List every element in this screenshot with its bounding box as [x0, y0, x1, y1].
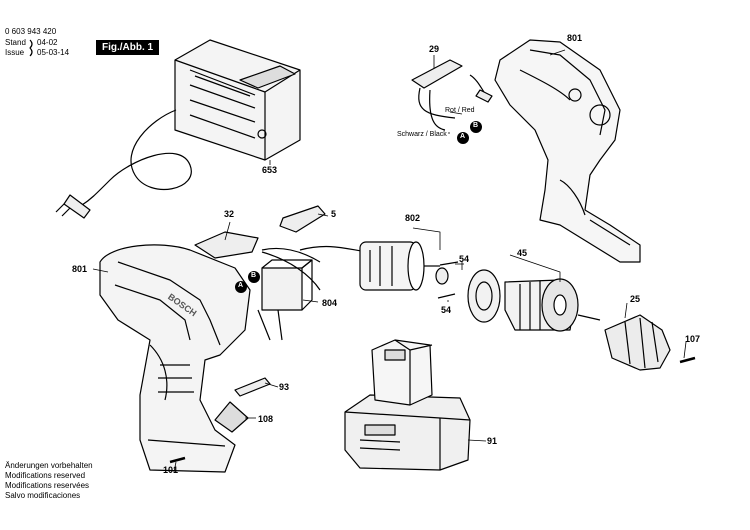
part-25: 25	[630, 294, 641, 304]
marker-a-mid-label: A	[238, 282, 244, 289]
part-108: 108	[258, 414, 274, 424]
stand-label: Stand	[5, 38, 26, 47]
gearbox-drawing	[467, 269, 601, 332]
part-number: 0 603 943 420	[5, 27, 57, 36]
marker-b-top	[470, 121, 482, 133]
housing-right-drawing	[494, 39, 641, 263]
note-fr: Modifications reservées	[5, 481, 90, 490]
part-802: 802	[405, 213, 421, 223]
part-804: 804	[322, 298, 338, 308]
note-de: Änderungen vorbehalten	[5, 461, 93, 470]
part93-drawing	[234, 377, 271, 397]
marker-a-mid	[235, 281, 247, 293]
marker-b-mid-label: B	[251, 272, 257, 279]
issue-label: Issue	[5, 48, 25, 57]
black-wire-label: Schwarz / Black	[397, 131, 447, 138]
charger-drawing	[55, 39, 301, 219]
screw-54b-drawing	[437, 293, 456, 299]
stand-value: 04-02	[37, 38, 58, 47]
part-91: 91	[487, 436, 498, 446]
part-45: 45	[517, 248, 528, 258]
note-en: Modifications reserved	[5, 471, 86, 480]
part-32: 32	[224, 209, 235, 219]
part-801-right: 801	[567, 33, 583, 43]
housing-left-drawing	[99, 244, 251, 473]
notes-block: Änderungen vorbehalten Modifications res…	[5, 461, 93, 501]
brace-mark	[29, 39, 33, 57]
issue-value: 05-03-14	[37, 48, 70, 57]
leader-lines	[92, 49, 687, 473]
screw-54a-drawing	[439, 261, 459, 266]
marker-b-mid	[248, 271, 260, 283]
part108-drawing	[214, 401, 249, 433]
chuck-drawing	[604, 314, 671, 371]
part5-drawing	[279, 205, 326, 233]
part-54-lower: 54	[441, 305, 452, 315]
part-5: 5	[331, 209, 337, 219]
cover-drawing	[194, 231, 259, 259]
part-101: 101	[163, 465, 179, 475]
battery-drawing	[344, 339, 471, 471]
note-es: Salvo modificaciones	[5, 491, 81, 500]
part-93: 93	[279, 382, 290, 392]
screw-101-drawing	[169, 456, 186, 464]
part-801-left: 801	[72, 264, 88, 274]
marker-a-top-label: A	[460, 133, 466, 140]
part-29: 29	[429, 44, 440, 54]
marker-a-top	[457, 132, 469, 144]
wire-set-drawing	[411, 59, 493, 131]
red-wire-label: Rot / Red	[445, 107, 475, 114]
switch-drawing	[257, 245, 369, 341]
marker-b-top-label: B	[473, 122, 479, 129]
figure-label: Fig./Abb. 1	[96, 40, 160, 55]
screw-107-drawing	[679, 356, 696, 364]
part-107: 107	[685, 334, 701, 344]
motor-drawing	[359, 241, 449, 291]
part-653: 653	[262, 165, 278, 175]
part-54-upper: 54	[459, 254, 470, 264]
